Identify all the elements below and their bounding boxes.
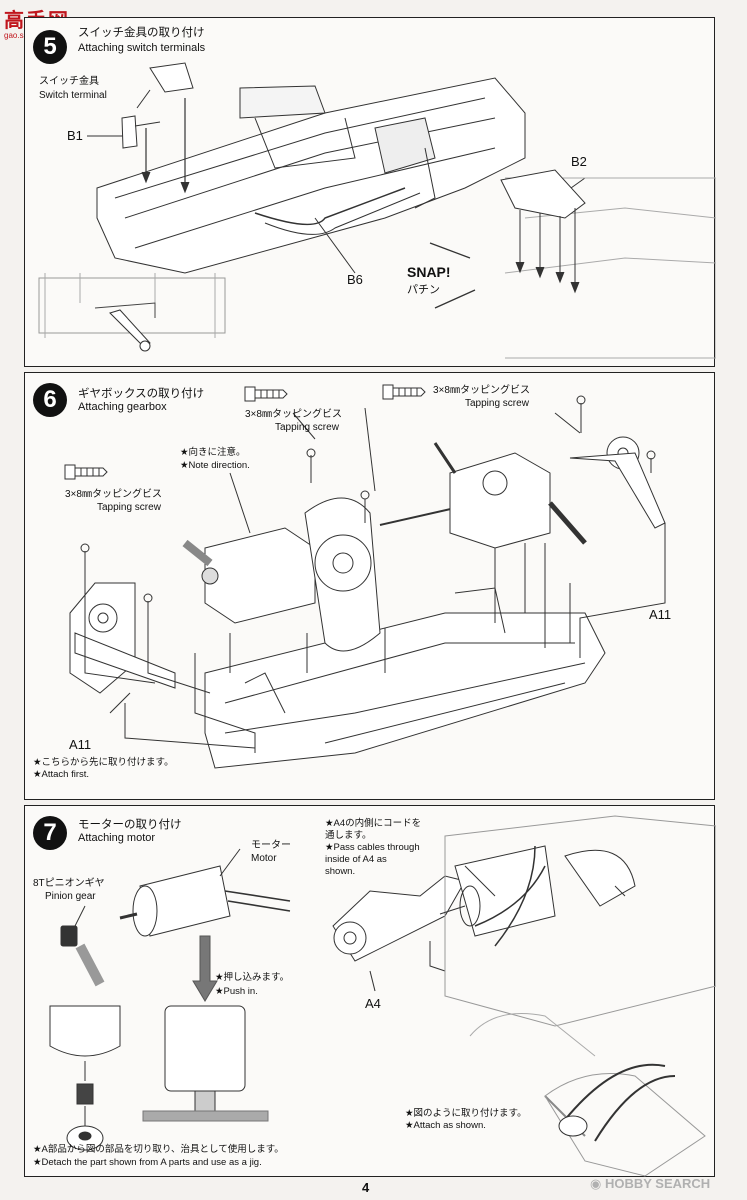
note-direction-jp: ★向きに注意。 — [180, 447, 246, 458]
label-pinion-en: Pinion gear — [45, 891, 96, 902]
step-6-panel: 6 ギヤボックスの取り付け Attaching gearbox — [24, 372, 715, 800]
step-5-illustration — [25, 18, 716, 368]
label-motor-jp: モーター — [251, 840, 291, 851]
attach-first-jp: ★こちらから先に取り付けます。 — [33, 757, 174, 768]
step-5-number: 5 — [33, 30, 67, 64]
snap-label-en: SNAP! — [407, 264, 451, 280]
cable-note-en-3: shown. — [325, 866, 356, 877]
jig-note-jp: ★A部品から図の部品を切り取り、治具として使用します。 — [33, 1144, 284, 1155]
step-6-title-jp: ギヤボックスの取り付け — [78, 388, 205, 400]
tapping-screw-icon-3 — [65, 465, 107, 479]
step-6-number: 6 — [33, 383, 67, 417]
tapping-screw-icon-1 — [245, 387, 287, 401]
push-in-jp: ★押し込みます。 — [215, 972, 290, 983]
screw-1-spec-en: Tapping screw — [275, 422, 339, 433]
snap-label-jp: パチン — [407, 284, 440, 296]
screw-1-spec-jp: 3×8㎜タッピングビス — [245, 409, 342, 420]
label-a4: A4 — [365, 996, 381, 1011]
label-a11-right: A11 — [649, 607, 672, 622]
step-7-panel: 7 モーターの取り付け Attaching motor — [24, 805, 715, 1177]
label-pinion-jp: 8Tピニオンギヤ — [33, 878, 105, 889]
step-7-title-en: Attaching motor — [78, 832, 156, 844]
step-7-number: 7 — [33, 816, 67, 850]
cable-note-en-1: ★Pass cables through — [325, 842, 420, 853]
step-5-title-en: Attaching switch terminals — [78, 42, 206, 54]
note-direction-en: ★Note direction. — [180, 460, 250, 471]
circle-logo-icon: ◉ — [590, 1176, 602, 1191]
cable-note-en-2: inside of A4 as — [325, 854, 387, 865]
attach-shown-en: ★Attach as shown. — [405, 1120, 486, 1131]
label-b2: B2 — [571, 154, 587, 169]
screw-3-spec-en: Tapping screw — [97, 502, 161, 513]
hobby-search-text: HOBBY SEARCH — [604, 1176, 711, 1191]
push-in-en: ★Push in. — [215, 986, 258, 997]
label-b6: B6 — [347, 272, 363, 287]
screw-2-spec-jp: 3×8㎜タッピングビス — [433, 385, 530, 396]
hobby-search-watermark: ◉ HOBBY SEARCH — [590, 1176, 710, 1192]
screw-2-spec-en: Tapping screw — [465, 398, 529, 409]
tapping-screw-icon-2 — [383, 385, 425, 399]
cable-note-jp-1: ★A4の内側にコードを — [325, 818, 422, 829]
label-a11-left: A11 — [69, 737, 92, 752]
attach-first-en: ★Attach first. — [33, 769, 90, 780]
step-6-illustration — [25, 373, 716, 801]
step-5-title-jp: スイッチ金具の取り付け — [78, 27, 205, 39]
screw-3-spec-jp: 3×8㎜タッピングビス — [65, 489, 162, 500]
label-switch-terminal-jp: スイッチ金具 — [39, 76, 99, 87]
cable-note-jp-2: 通します。 — [325, 830, 372, 841]
label-switch-terminal-en: Switch terminal — [39, 90, 107, 101]
step-5-panel: 5 スイッチ金具の取り付け Attaching switch terminals — [24, 17, 715, 367]
step-7-illustration — [25, 806, 716, 1178]
page-number: 4 — [362, 1180, 370, 1195]
jig-note-en: ★Detach the part shown from A parts and … — [33, 1157, 262, 1168]
step-7-title-jp: モーターの取り付け — [78, 819, 182, 831]
attach-shown-jp: ★図のように取り付けます。 — [405, 1108, 527, 1119]
step-6-title-en: Attaching gearbox — [78, 401, 167, 413]
label-motor-en: Motor — [251, 853, 277, 864]
label-b1: B1 — [67, 128, 83, 143]
